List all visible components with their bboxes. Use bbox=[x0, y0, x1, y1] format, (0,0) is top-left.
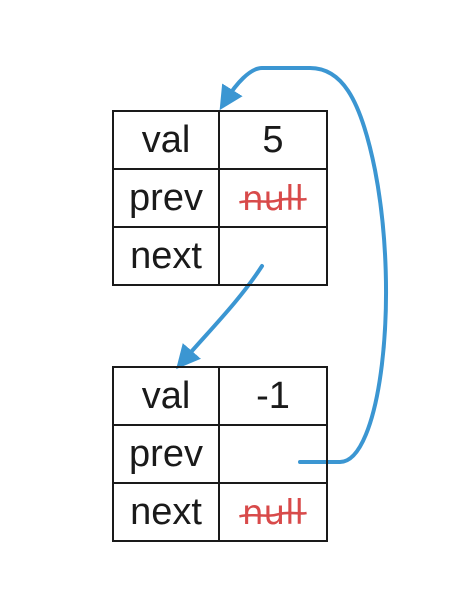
field-label: next bbox=[112, 226, 220, 286]
null-text: null bbox=[242, 179, 304, 219]
struck-null-value: null bbox=[239, 493, 307, 533]
field-value: -1 bbox=[218, 366, 328, 426]
field-value bbox=[218, 226, 328, 286]
linked-list-node-2: val -1 prev next null bbox=[112, 366, 328, 542]
node-row-next: next bbox=[112, 226, 328, 286]
node-row-next: next null bbox=[112, 482, 328, 542]
field-label: val bbox=[112, 110, 220, 170]
linked-list-node-1: val 5 prev null next bbox=[112, 110, 328, 286]
field-value: null bbox=[218, 168, 328, 228]
field-value: 5 bbox=[218, 110, 328, 170]
field-label: val bbox=[112, 366, 220, 426]
null-text: null bbox=[242, 493, 304, 533]
struck-null-value: null bbox=[239, 179, 307, 219]
field-label: next bbox=[112, 482, 220, 542]
field-value bbox=[218, 424, 328, 484]
field-value: null bbox=[218, 482, 328, 542]
node-row-prev: prev null bbox=[112, 168, 328, 228]
field-label: prev bbox=[112, 168, 220, 228]
field-label: prev bbox=[112, 424, 220, 484]
node-row-val: val -1 bbox=[112, 366, 328, 426]
node-row-val: val 5 bbox=[112, 110, 328, 170]
node-row-prev: prev bbox=[112, 424, 328, 484]
